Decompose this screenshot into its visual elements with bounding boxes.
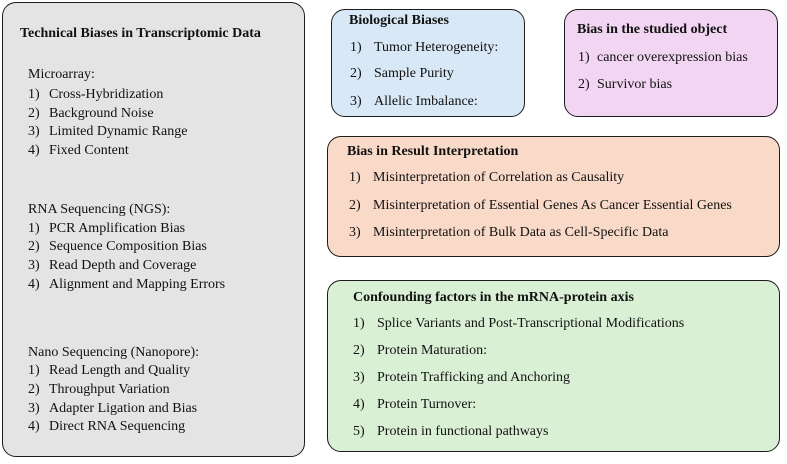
list-item: 1)Read Length and Quality bbox=[28, 363, 191, 378]
list-item: 3)Adapter Ligation and Bias bbox=[28, 401, 198, 416]
list-item: 4)Direct RNA Sequencing bbox=[28, 419, 186, 434]
list-item: 3)Allelic Imbalance: bbox=[350, 94, 478, 109]
confounding-factors-title: Confounding factors in the mRNA-protein … bbox=[353, 290, 634, 305]
result-interpretation-box: Bias in Result Interpretation 1)Misinter… bbox=[327, 136, 780, 257]
studied-object-bias-box: Bias in the studied object 1)cancer over… bbox=[564, 9, 778, 117]
list-item: 3)Read Depth and Coverage bbox=[28, 258, 197, 273]
studied-object-bias-title: Bias in the studied object bbox=[577, 22, 728, 37]
nano-sequencing-heading: Nano Sequencing (Nanopore): bbox=[28, 345, 200, 360]
list-item: 5)Protein in functional pathways bbox=[353, 424, 549, 439]
list-item: 1)Splice Variants and Post-Transcription… bbox=[353, 316, 685, 331]
microarray-heading: Microarray: bbox=[28, 67, 95, 82]
confounding-factors-box: Confounding factors in the mRNA-protein … bbox=[327, 280, 780, 452]
list-item: 1)Misinterpretation of Correlation as Ca… bbox=[349, 170, 625, 185]
list-item: 2)Misinterpretation of Essential Genes A… bbox=[349, 198, 732, 213]
list-item: 2)Background Noise bbox=[28, 106, 154, 121]
biological-biases-box: Biological Biases 1)Tumor Heterogeneity:… bbox=[331, 9, 525, 117]
technical-biases-title: Technical Biases in Transcriptomic Data bbox=[20, 26, 261, 41]
result-interpretation-title: Bias in Result Interpretation bbox=[347, 144, 519, 159]
list-item: 2)Protein Maturation: bbox=[353, 343, 488, 358]
list-item: 1)Tumor Heterogeneity: bbox=[350, 40, 499, 55]
rna-sequencing-heading: RNA Sequencing (NGS): bbox=[28, 202, 171, 217]
list-item: 4)Fixed Content bbox=[28, 143, 129, 158]
list-item: 3)Misinterpretation of Bulk Data as Cell… bbox=[349, 225, 669, 240]
list-item: 2)Throughput Variation bbox=[28, 382, 170, 397]
list-item: 1)cancer overexpression bias bbox=[578, 50, 748, 65]
list-item: 2)Sequence Composition Bias bbox=[28, 239, 207, 254]
technical-biases-box: Technical Biases in Transcriptomic Data … bbox=[2, 2, 305, 457]
list-item: 3)Protein Trafficking and Anchoring bbox=[353, 370, 571, 385]
list-item: 2)Survivor bias bbox=[578, 77, 673, 92]
list-item: 3)Limited Dynamic Range bbox=[28, 124, 188, 139]
list-item: 2)Sample Purity bbox=[350, 66, 454, 81]
list-item: 1)PCR Amplification Bias bbox=[28, 221, 186, 236]
list-item: 1)Cross-Hybridization bbox=[28, 87, 164, 102]
list-item: 4)Alignment and Mapping Errors bbox=[28, 277, 226, 292]
list-item: 4)Protein Turnover: bbox=[353, 397, 477, 412]
biological-biases-title: Biological Biases bbox=[349, 13, 449, 28]
